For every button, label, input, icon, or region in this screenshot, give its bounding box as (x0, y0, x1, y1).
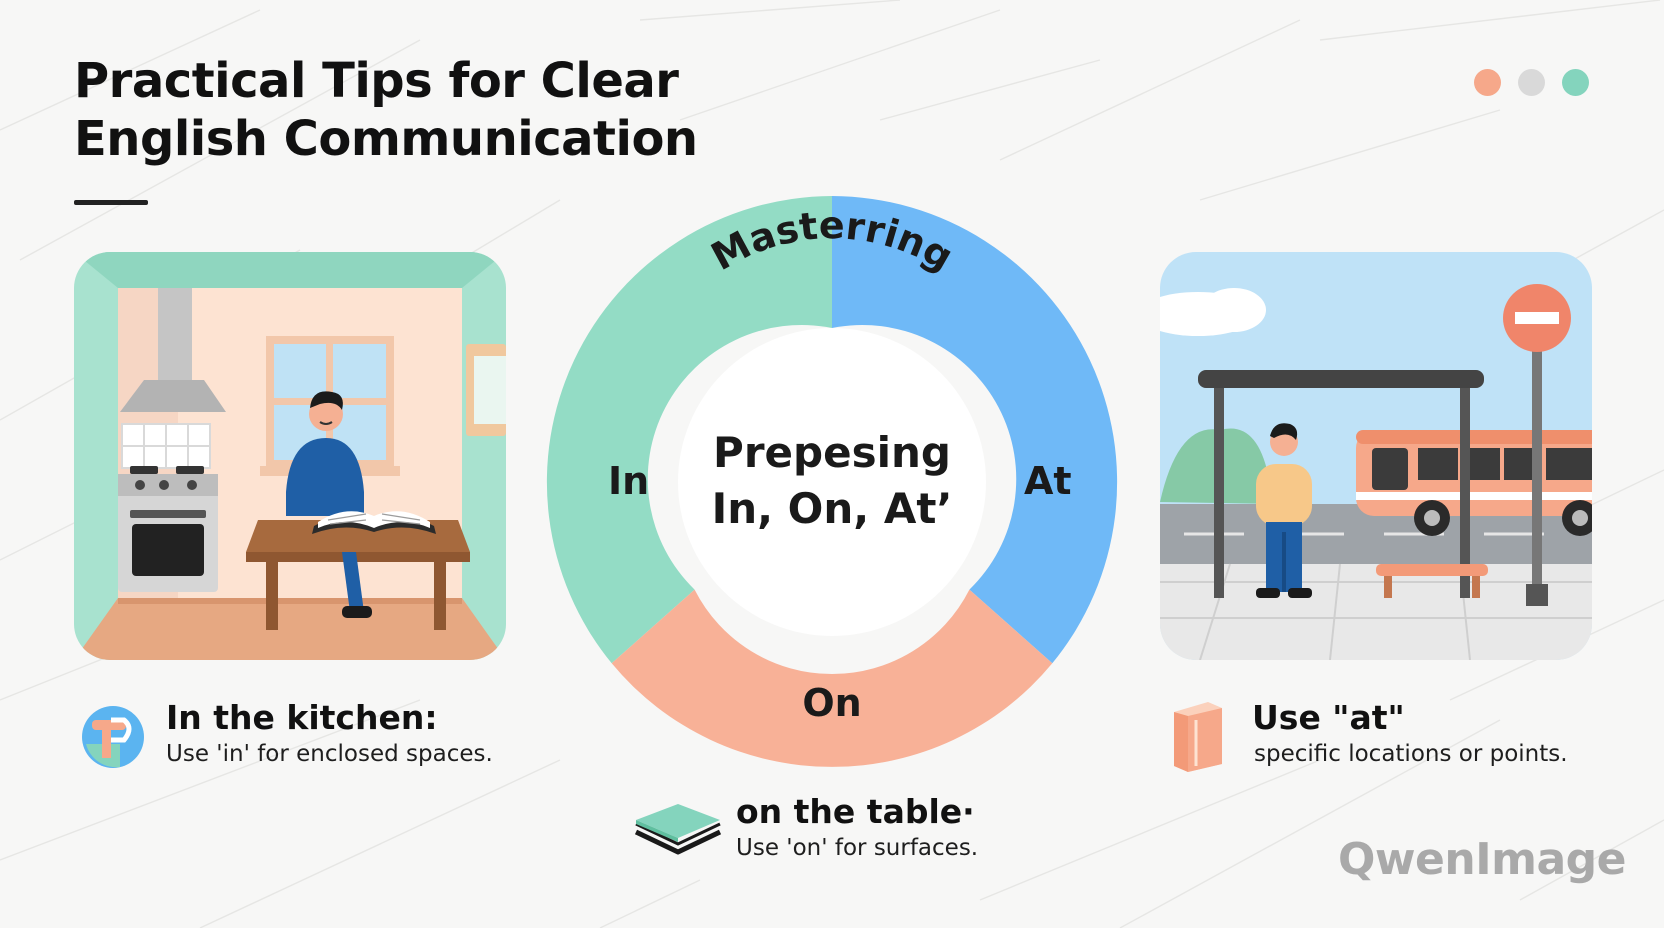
watermark: QwenImage (1338, 834, 1626, 885)
stacked-surface-icon (634, 804, 722, 855)
bus-stop-illustration (1160, 252, 1592, 660)
segment-in (546, 196, 832, 664)
segment-at (832, 196, 1118, 664)
kitchen-caption-text: Use 'in' for enclosed spaces. (166, 741, 493, 767)
table-caption-heading: on the table· (736, 792, 975, 831)
mint-dot (1562, 69, 1589, 96)
title-underline (74, 200, 148, 205)
kitchen-caption: In the kitchen: Use 'in' for enclosed sp… (166, 698, 493, 770)
at-caption-heading: Use "at" (1252, 698, 1405, 737)
coral-dot (1474, 69, 1501, 96)
table-caption: on the table· Use 'on' for surfaces. (736, 792, 978, 864)
location-sign-icon (82, 706, 144, 768)
title-line-1: Practical Tips for Clear (74, 53, 679, 109)
prepositions-ring: Masterring In At On Prepesing In, On, At… (546, 196, 1118, 767)
segment-label-at: At (1024, 459, 1072, 503)
kitchen-caption-heading: In the kitchen: (166, 698, 438, 737)
segment-label-in: In (608, 459, 649, 503)
ring-center-line-1: Prepesing (713, 428, 951, 477)
at-caption-text: specific locations or points. (1254, 741, 1568, 767)
table-caption-text: Use 'on' for surfaces. (736, 835, 979, 861)
ring-center-line-2: In, On, At’ (712, 484, 953, 533)
title-line-2: English Communication (74, 111, 698, 167)
segment-label-on: On (802, 681, 861, 725)
window-dots (1474, 69, 1589, 96)
at-caption: Use "at" specific locations or points. (1252, 698, 1568, 770)
segment-on (611, 589, 1053, 767)
gray-dot (1518, 69, 1545, 96)
page-title: Practical Tips for Clear English Communi… (74, 52, 698, 168)
kitchen-illustration (74, 252, 506, 660)
book-icon (1174, 702, 1222, 772)
